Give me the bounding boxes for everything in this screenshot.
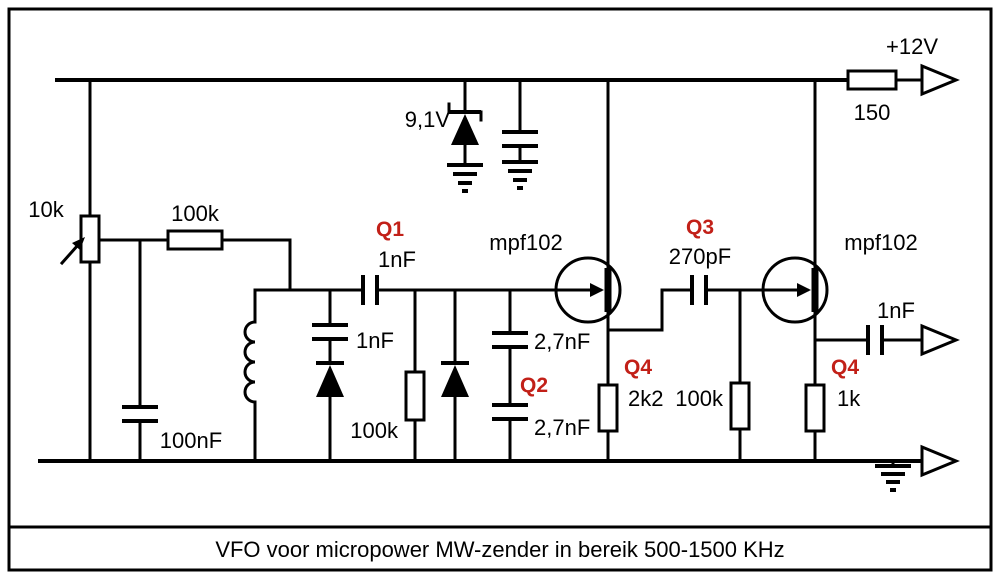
diode-triangle-icon <box>316 365 344 397</box>
jfet-gate-arrow-icon <box>590 283 604 297</box>
feedback-capacitor-top <box>492 331 528 349</box>
pot-wiper-shaft <box>59 242 81 266</box>
coupling-cap2-label: 270pF <box>669 244 731 269</box>
zener-label: 9,1V <box>405 107 451 132</box>
bypass-capacitor <box>502 130 538 148</box>
tank-cap-label: 1nF <box>356 328 394 353</box>
wire-tune-feed <box>220 238 292 292</box>
gate-resistor2-label: 100k <box>675 386 724 411</box>
ground-symbol-bypass <box>502 160 538 190</box>
diode-triangle-icon <box>441 365 469 397</box>
source-resistor-1k <box>804 383 826 433</box>
designator-q2: Q2 <box>520 374 548 397</box>
fb-cap-bottom-label: 2,7nF <box>534 415 590 440</box>
designator-q4-b: Q4 <box>831 356 859 379</box>
wire-source-tap <box>606 288 694 332</box>
diode-triangle-icon <box>451 114 479 145</box>
potentiometer <box>59 214 101 266</box>
gate-resistor-1 <box>404 370 426 422</box>
designator-q1: Q1 <box>376 218 404 241</box>
ground-symbol-zener <box>447 163 483 193</box>
tuning-series-resistor <box>166 229 224 251</box>
tank-series-capacitor <box>312 323 348 341</box>
pot-label: 10k <box>28 197 64 222</box>
gate-resistor1-label: 100k <box>350 418 399 443</box>
jfet-buffer <box>761 78 829 387</box>
fet1-type-label: mpf102 <box>489 230 562 255</box>
designator-q3: Q3 <box>686 216 714 239</box>
ground-symbol-rail <box>875 464 911 492</box>
tuning-resistor-label: 100k <box>171 201 220 226</box>
coupling-capacitor-270pf <box>690 275 708 305</box>
jfet-oscillator <box>554 78 622 387</box>
fb-cap-top-label: 2,7nF <box>534 329 590 354</box>
ground-connector-arrow-icon <box>920 444 960 478</box>
jfet-gate-arrow-icon <box>797 283 811 297</box>
source-resistor-2k2 <box>597 383 619 433</box>
tank-coil <box>243 320 257 404</box>
caption-text: VFO voor micropower MW-zender in bereik … <box>215 537 784 562</box>
zener-diode <box>447 102 483 145</box>
feedback-capacitor-bottom <box>492 403 528 421</box>
supply-connector-arrow-icon <box>920 63 960 97</box>
supply-label: +12V <box>886 34 938 59</box>
filter-cap-label: 100nF <box>160 428 222 453</box>
gate-resistor-2 <box>729 381 751 431</box>
output-cap-label: 1nF <box>877 298 915 323</box>
coupling-capacitor-1 <box>361 275 379 305</box>
source-resistor2-label: 1k <box>837 386 861 411</box>
filter-capacitor <box>122 405 158 423</box>
designator-q4-a: Q4 <box>624 356 652 379</box>
decoupling-resistor-150 <box>846 69 898 91</box>
gate-clamp-diode <box>441 361 469 397</box>
fet2-type-label: mpf102 <box>844 230 917 255</box>
source-resistor1-label: 2k2 <box>628 386 663 411</box>
decoupling-resistor-label: 150 <box>854 100 891 125</box>
pot-wiper-arrow-icon <box>72 237 85 250</box>
wiring <box>38 78 924 468</box>
varicap-diode <box>316 361 344 397</box>
coupling-cap1-label: 1nF <box>378 247 416 272</box>
output-capacitor <box>866 325 884 355</box>
output-connector-arrow-icon <box>920 323 960 357</box>
